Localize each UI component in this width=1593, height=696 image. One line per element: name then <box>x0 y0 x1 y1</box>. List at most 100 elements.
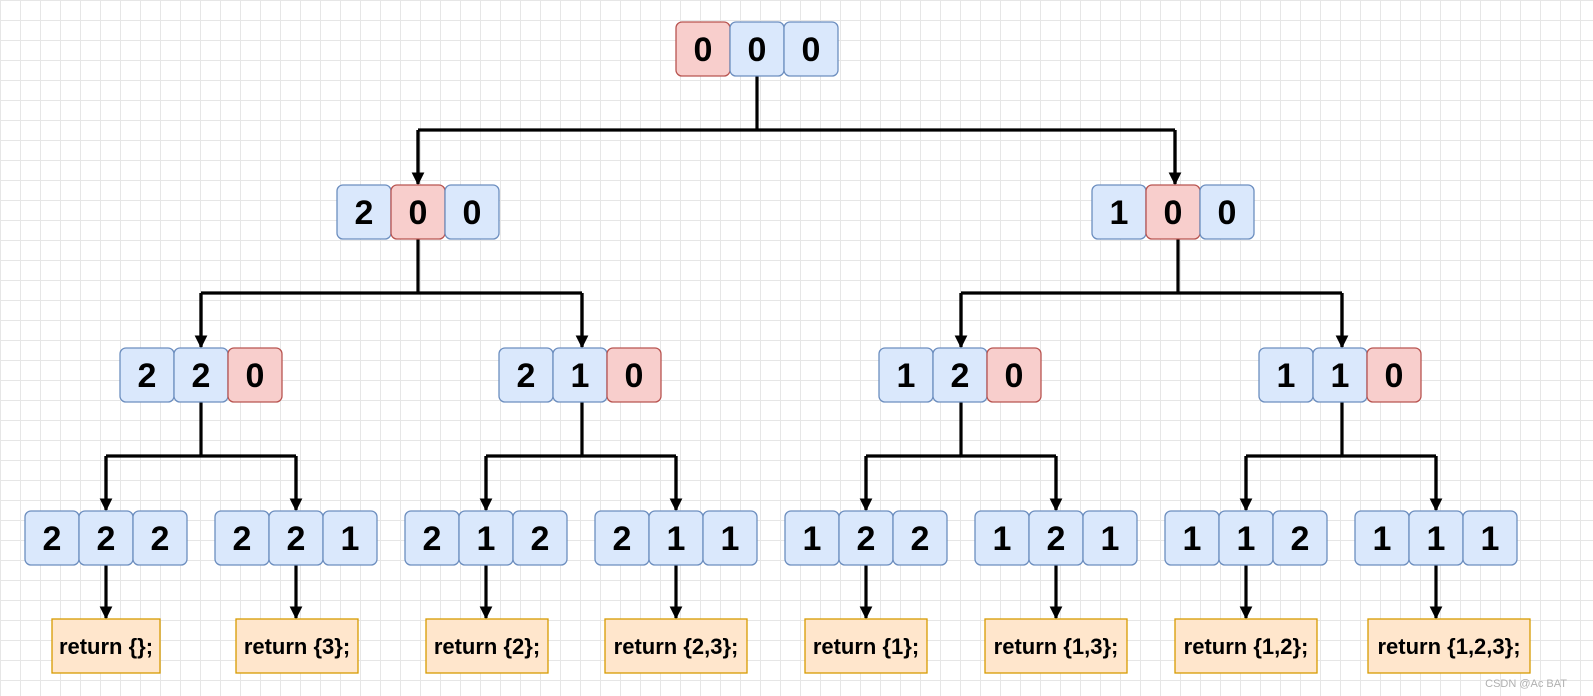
cell-value: 2 <box>192 357 211 395</box>
return-box: return {1,2,3}; <box>1367 618 1531 674</box>
return-statement: return {2}; <box>434 634 540 659</box>
return-box-bg <box>1367 618 1531 674</box>
array-cell <box>1462 510 1518 566</box>
return-statement: return {1,3}; <box>994 634 1119 659</box>
cell-value: 2 <box>911 520 930 558</box>
array-cell <box>1082 510 1138 566</box>
cell-value: 0 <box>1164 194 1183 232</box>
array-cell <box>702 510 758 566</box>
cell-value: 2 <box>138 357 157 395</box>
return-box-bg <box>984 618 1128 674</box>
cell-value: 1 <box>1237 520 1256 558</box>
cell-value: 0 <box>1005 357 1024 395</box>
tree-branch <box>864 402 1058 509</box>
cell-value: 2 <box>233 520 252 558</box>
return-box-bg <box>425 618 549 674</box>
tree-branch <box>104 402 298 509</box>
cell-value: 0 <box>409 194 428 232</box>
cell-value: 0 <box>802 31 821 69</box>
array-cell <box>132 510 188 566</box>
cell-value: 1 <box>1373 520 1392 558</box>
return-box: return {2}; <box>425 618 549 674</box>
cell-value: 2 <box>857 520 876 558</box>
cell-value: 2 <box>43 520 62 558</box>
cell-value: 1 <box>1101 520 1120 558</box>
cell-value: 2 <box>355 194 374 232</box>
tree-branch <box>199 239 584 346</box>
tree-branch <box>959 239 1344 346</box>
current-index-cell <box>986 347 1042 403</box>
cell-value: 1 <box>803 520 822 558</box>
cell-value: 0 <box>694 31 713 69</box>
current-index-cell <box>227 347 283 403</box>
cell-value: 1 <box>1331 357 1350 395</box>
array-cell <box>444 184 500 240</box>
cell-value: 1 <box>721 520 740 558</box>
array-cell <box>1272 510 1328 566</box>
array-cell <box>512 510 568 566</box>
array-cell <box>322 510 378 566</box>
cell-value: 2 <box>951 357 970 395</box>
return-box: return {2,3}; <box>604 618 748 674</box>
cell-value: 0 <box>748 31 767 69</box>
cell-value: 2 <box>423 520 442 558</box>
return-box: return {1,3}; <box>984 618 1128 674</box>
cell-value: 1 <box>1110 194 1129 232</box>
cell-value: 2 <box>97 520 116 558</box>
return-box: return {1,2}; <box>1174 618 1318 674</box>
return-statement: return {1,2}; <box>1184 634 1309 659</box>
return-statement: return {1,2,3}; <box>1377 634 1520 659</box>
cell-value: 1 <box>1277 357 1296 395</box>
current-index-cell <box>606 347 662 403</box>
cell-value: 2 <box>151 520 170 558</box>
return-box-bg <box>1174 618 1318 674</box>
tree-branch <box>484 402 678 509</box>
return-box: return {3}; <box>235 618 359 674</box>
cell-value: 0 <box>625 357 644 395</box>
cell-value: 2 <box>517 357 536 395</box>
tree-branch <box>416 76 1177 183</box>
return-box-bg <box>235 618 359 674</box>
cell-value: 2 <box>531 520 550 558</box>
array-cell <box>1199 184 1255 240</box>
cell-value: 1 <box>1183 520 1202 558</box>
return-box-bg <box>604 618 748 674</box>
return-box-bg <box>51 618 161 674</box>
cell-value: 1 <box>477 520 496 558</box>
cell-value: 0 <box>1218 194 1237 232</box>
return-box-bg <box>804 618 928 674</box>
cell-value: 2 <box>1291 520 1310 558</box>
cell-value: 0 <box>246 357 265 395</box>
return-statement: return {}; <box>59 634 153 659</box>
cell-value: 0 <box>1385 357 1404 395</box>
cell-value: 1 <box>667 520 686 558</box>
cell-value: 1 <box>993 520 1012 558</box>
current-index-cell <box>1366 347 1422 403</box>
return-statement: return {1}; <box>813 634 919 659</box>
cell-value: 2 <box>287 520 306 558</box>
cell-value: 1 <box>1481 520 1500 558</box>
return-box: return {1}; <box>804 618 928 674</box>
tree-branch <box>1244 402 1438 509</box>
cell-value: 1 <box>341 520 360 558</box>
return-box: return {}; <box>51 618 161 674</box>
tree-edges <box>99 76 1443 620</box>
cell-value: 2 <box>613 520 632 558</box>
